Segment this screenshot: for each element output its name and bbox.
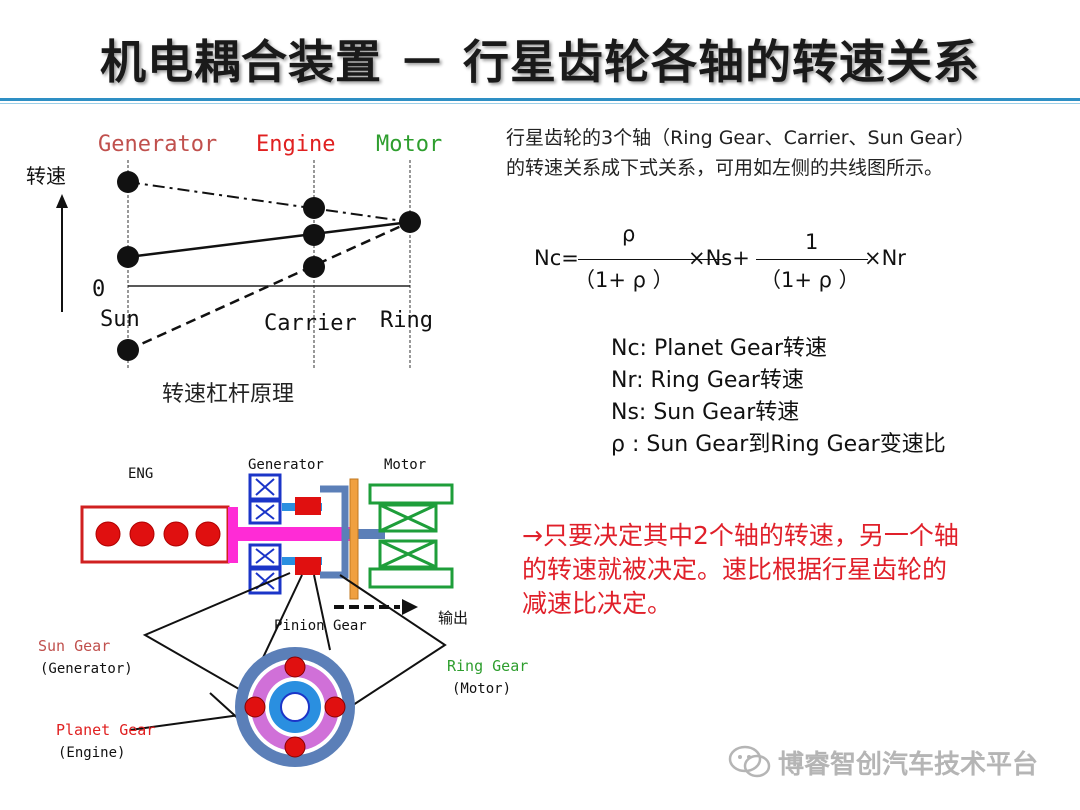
ring-gear-sub: (Motor) bbox=[452, 681, 511, 697]
lever-point bbox=[117, 246, 139, 268]
sun-gear-sub: (Generator) bbox=[40, 661, 133, 677]
variable-legend: Nc: Planet Gear转速 Nr: Ring Gear转速 Ns: Su… bbox=[611, 333, 946, 461]
zero-label: 0 bbox=[92, 277, 105, 302]
coil-cross bbox=[255, 548, 275, 564]
wechat-icon bbox=[728, 744, 772, 780]
cylinder bbox=[163, 521, 189, 547]
rotor-cross bbox=[379, 539, 437, 569]
legend-nc: Nc: Planet Gear转速 bbox=[611, 336, 828, 361]
rotor-cross bbox=[379, 503, 437, 533]
page-title: 机电耦合装置 － 行星齿轮各轴的转速关系 bbox=[99, 35, 981, 89]
leader-line bbox=[313, 574, 331, 651]
description-line: 的转速关系成下式关系，可用如左侧的共线图所示。 bbox=[506, 157, 944, 179]
leader-line bbox=[129, 714, 241, 731]
mechanism-diagram: ENG Generator Motor 输出 Pinion Gear Sun G… bbox=[38, 457, 528, 767]
legend-rho: ρ : Sun Gear到Ring Gear变速比 bbox=[611, 432, 946, 457]
description: 行星齿轮的3个轴（Ring Gear、Carrier、Sun Gear） 的转速… bbox=[506, 123, 1076, 183]
motor-coil bbox=[368, 567, 454, 589]
output-label: 输出 bbox=[438, 609, 468, 627]
cylinder bbox=[95, 521, 121, 547]
note-line: 的转速就被决定。速比根据行星齿轮的 bbox=[522, 555, 948, 584]
lever-line-solid bbox=[127, 220, 411, 259]
coil-cross bbox=[255, 504, 275, 520]
fraction-bar bbox=[756, 259, 868, 260]
planet-gear-label: Planet Gear bbox=[56, 721, 155, 739]
cylinder bbox=[129, 521, 155, 547]
formula-denominator: （1+ ρ ） bbox=[574, 268, 674, 292]
lever-point bbox=[117, 171, 139, 193]
lever-point bbox=[303, 256, 325, 278]
formula-times-ns: ×Ns+ bbox=[688, 246, 750, 270]
leader-line bbox=[339, 574, 447, 708]
watermark-text: 博睿智创汽车技术平台 bbox=[778, 750, 1039, 780]
legend-ns: Ns: Sun Gear转速 bbox=[611, 400, 800, 425]
formula-lhs: Nc= bbox=[534, 246, 579, 270]
formula-rho: ρ bbox=[622, 222, 636, 246]
output-arrow-head bbox=[402, 599, 418, 615]
eng-label: ENG bbox=[128, 466, 153, 482]
carrier-label: Carrier bbox=[264, 311, 357, 336]
lever-line-dashed bbox=[127, 220, 411, 352]
engine-label: Engine bbox=[256, 132, 335, 157]
sun-gear-center bbox=[280, 692, 310, 722]
engine-shaft bbox=[238, 527, 358, 541]
formula-denominator: （1+ ρ ） bbox=[760, 268, 860, 292]
motor-label: Motor bbox=[384, 457, 426, 473]
formula-one: 1 bbox=[805, 230, 819, 254]
ring-gear-label: Ring Gear bbox=[447, 657, 528, 675]
formula: Nc= ρ （1+ ρ ） ×Ns+ 1 （1+ ρ ） ×Nr bbox=[534, 222, 954, 296]
lever-point bbox=[303, 197, 325, 219]
title-divider-thin bbox=[0, 103, 1080, 104]
y-axis-label: 转速 bbox=[26, 164, 66, 188]
y-arrow-head bbox=[56, 194, 68, 208]
output-gear bbox=[349, 478, 359, 600]
planet-gear bbox=[284, 656, 306, 678]
engine-flange bbox=[228, 507, 238, 563]
ring-label: Ring bbox=[380, 308, 433, 333]
motor-label: Motor bbox=[376, 132, 442, 157]
generator-label: Generator bbox=[248, 457, 324, 473]
fraction-bar bbox=[578, 259, 728, 260]
pinion-gear bbox=[295, 497, 321, 515]
pinion-gear-label: Pinion Gear bbox=[274, 618, 367, 634]
lever-point bbox=[303, 224, 325, 246]
cylinder bbox=[195, 521, 221, 547]
note-line: →只要决定其中2个轴的转速，另一个轴 bbox=[522, 521, 959, 550]
ring-shaft bbox=[345, 529, 385, 539]
sun-gear-label: Sun Gear bbox=[38, 637, 110, 655]
leader-line bbox=[142, 572, 291, 701]
title-divider bbox=[0, 98, 1080, 101]
motor-coil bbox=[368, 483, 454, 505]
generator-label: Generator bbox=[98, 132, 217, 157]
legend-nr: Nr: Ring Gear转速 bbox=[611, 368, 804, 393]
lever-point bbox=[399, 211, 421, 233]
lever-line-dashdot bbox=[127, 181, 411, 223]
note-line: 减速比决定。 bbox=[522, 589, 673, 618]
planet-gear bbox=[244, 696, 266, 718]
lever-diagram: Generator Engine Motor 转速 0 Sun Carrier … bbox=[26, 132, 442, 407]
planet-gear bbox=[284, 736, 306, 758]
formula-times-nr: ×Nr bbox=[864, 246, 906, 270]
conclusion-note: →只要决定其中2个轴的转速，另一个轴 的转速就被决定。速比根据行星齿轮的 减速比… bbox=[522, 519, 1062, 621]
planet-gear bbox=[324, 696, 346, 718]
description-line: 行星齿轮的3个轴（Ring Gear、Carrier、Sun Gear） bbox=[506, 127, 975, 149]
planet-gear-sub: (Engine) bbox=[58, 745, 125, 761]
lever-caption: 转速杠杆原理 bbox=[162, 382, 294, 407]
sun-label: Sun bbox=[100, 307, 140, 332]
lever-point bbox=[117, 339, 139, 361]
pinion-gear bbox=[295, 557, 321, 575]
coil-cross bbox=[255, 478, 275, 496]
